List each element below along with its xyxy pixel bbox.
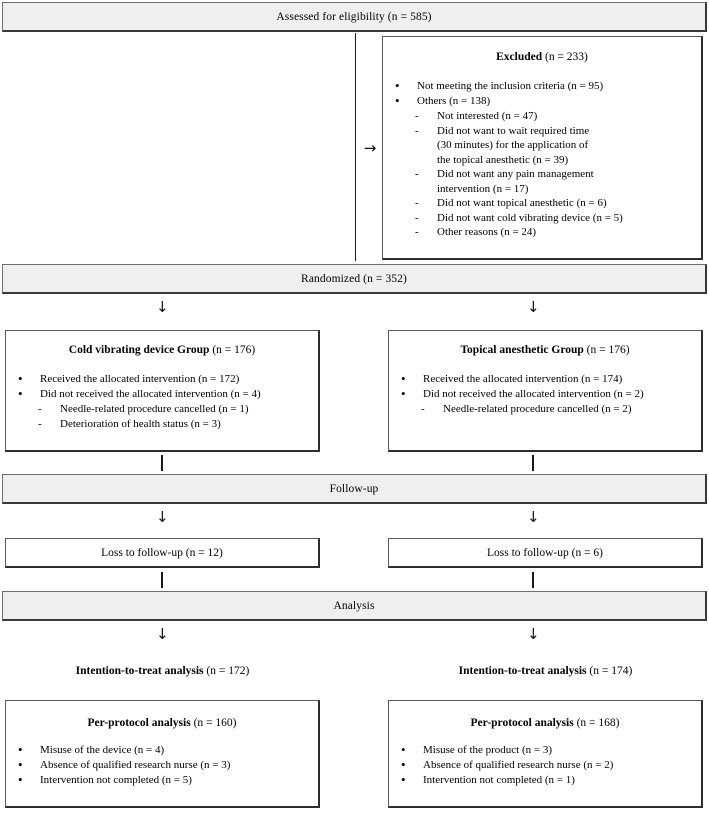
list-item: Not meeting the inclusion criteria (n = … xyxy=(383,78,701,94)
list-item: Did not want topical anesthetic (n = 6) xyxy=(403,196,701,211)
arrow-randomized-to-left-group-icon: ↓ xyxy=(156,298,169,316)
cold-vibrating-device-group-title: Cold vibrating device Group (n = 176) xyxy=(68,344,256,356)
left-per-protocol-analysis-box: Per-protocol analysis (n = 160) Misuse o… xyxy=(5,700,320,808)
connector-right-loss-to-analysis xyxy=(532,572,534,588)
list-item: Intervention not completed (n = 1) xyxy=(389,772,701,788)
left-loss-to-followup-box: Loss to follow-up (n = 12) xyxy=(5,538,320,568)
topical-anesthetic-group-box: Topical anesthetic Group (n = 176) Recei… xyxy=(388,330,703,452)
connector-left-group-to-followup xyxy=(161,455,163,471)
left-group-list: Received the allocated intervention (n =… xyxy=(6,371,318,402)
connector-right-group-to-followup xyxy=(532,455,534,471)
arrow-followup-to-left-loss-icon: ↓ xyxy=(156,508,169,526)
right-per-protocol-analysis-box: Per-protocol analysis (n = 168) Misuse o… xyxy=(388,700,703,808)
list-item: Did not want cold vibrating device (n = … xyxy=(403,211,701,226)
list-item: Did not received the allocated intervent… xyxy=(389,386,701,402)
list-item: Misuse of the product (n = 3) xyxy=(389,742,701,758)
right-loss-to-followup-label: Loss to follow-up (n = 6) xyxy=(486,546,604,559)
follow-up-label: Follow-up xyxy=(329,482,379,495)
left-loss-to-followup-label: Loss to follow-up (n = 12) xyxy=(101,546,223,559)
arrow-randomized-to-right-group-icon: ↓ xyxy=(527,298,540,316)
list-item: Misuse of the device (n = 4) xyxy=(6,742,318,758)
randomized-label: Randomized (n = 352) xyxy=(301,272,407,285)
list-item: Did not received the allocated intervent… xyxy=(6,386,318,402)
right-loss-to-followup-box: Loss to follow-up (n = 6) xyxy=(388,538,703,568)
list-item: Needle-related procedure cancelled (n = … xyxy=(409,402,701,417)
left-intention-to-treat-label: Intention-to-treat analysis (n = 172) xyxy=(75,665,250,677)
excluded-sublist: Not interested (n = 47) Did not want to … xyxy=(403,109,701,240)
analysis-label: Analysis xyxy=(333,599,375,612)
list-item: Absence of qualified research nurse (n =… xyxy=(389,757,701,773)
excluded-box: Excluded (n = 233) Not meeting the inclu… xyxy=(382,36,703,260)
right-group-sublist: Needle-related procedure cancelled (n = … xyxy=(409,402,701,417)
list-item: Other reasons (n = 24) xyxy=(403,225,701,240)
right-intention-to-treat-label: Intention-to-treat analysis (n = 174) xyxy=(458,665,633,677)
analysis-box: Analysis xyxy=(2,591,707,621)
left-per-protocol-list: Misuse of the device (n = 4) Absence of … xyxy=(6,742,318,788)
arrow-analysis-to-right-itt-icon: ↓ xyxy=(527,625,540,643)
list-item: Did not want any pain management interve… xyxy=(403,167,701,196)
list-item: Deterioration of health status (n = 3) xyxy=(26,417,318,432)
arrow-to-excluded-icon: → xyxy=(363,139,377,157)
right-per-protocol-title: Per-protocol analysis (n = 168) xyxy=(470,717,620,729)
arrow-analysis-to-left-itt-icon: ↓ xyxy=(156,625,169,643)
left-group-sublist: Needle-related procedure cancelled (n = … xyxy=(26,402,318,431)
list-item: Did not want to wait required time (30 m… xyxy=(403,124,701,168)
list-item: Intervention not completed (n = 5) xyxy=(6,772,318,788)
cold-vibrating-device-group-box: Cold vibrating device Group (n = 176) Re… xyxy=(5,330,320,452)
left-per-protocol-title: Per-protocol analysis (n = 160) xyxy=(87,717,237,729)
list-item: Needle-related procedure cancelled (n = … xyxy=(26,402,318,417)
connector-left-loss-to-analysis xyxy=(161,572,163,588)
list-item: Received the allocated intervention (n =… xyxy=(6,371,318,387)
assessed-for-eligibility-box: Assessed for eligibility (n = 585) xyxy=(2,2,707,32)
excluded-list: Not meeting the inclusion criteria (n = … xyxy=(383,78,701,109)
list-item: Others (n = 138) xyxy=(383,93,701,109)
list-item: Received the allocated intervention (n =… xyxy=(389,371,701,387)
topical-anesthetic-group-title: Topical anesthetic Group (n = 176) xyxy=(460,344,630,356)
right-group-list: Received the allocated intervention (n =… xyxy=(389,371,701,402)
randomized-box: Randomized (n = 352) xyxy=(2,264,707,294)
excluded-title: Excluded (n = 233) xyxy=(496,51,588,63)
follow-up-box: Follow-up xyxy=(2,474,707,504)
stem-assessed-to-randomized xyxy=(355,33,356,261)
list-item: Not interested (n = 47) xyxy=(403,109,701,124)
list-item: Absence of qualified research nurse (n =… xyxy=(6,757,318,773)
right-per-protocol-list: Misuse of the product (n = 3) Absence of… xyxy=(389,742,701,788)
arrow-followup-to-right-loss-icon: ↓ xyxy=(527,508,540,526)
assessed-for-eligibility-label: Assessed for eligibility (n = 585) xyxy=(276,10,432,23)
